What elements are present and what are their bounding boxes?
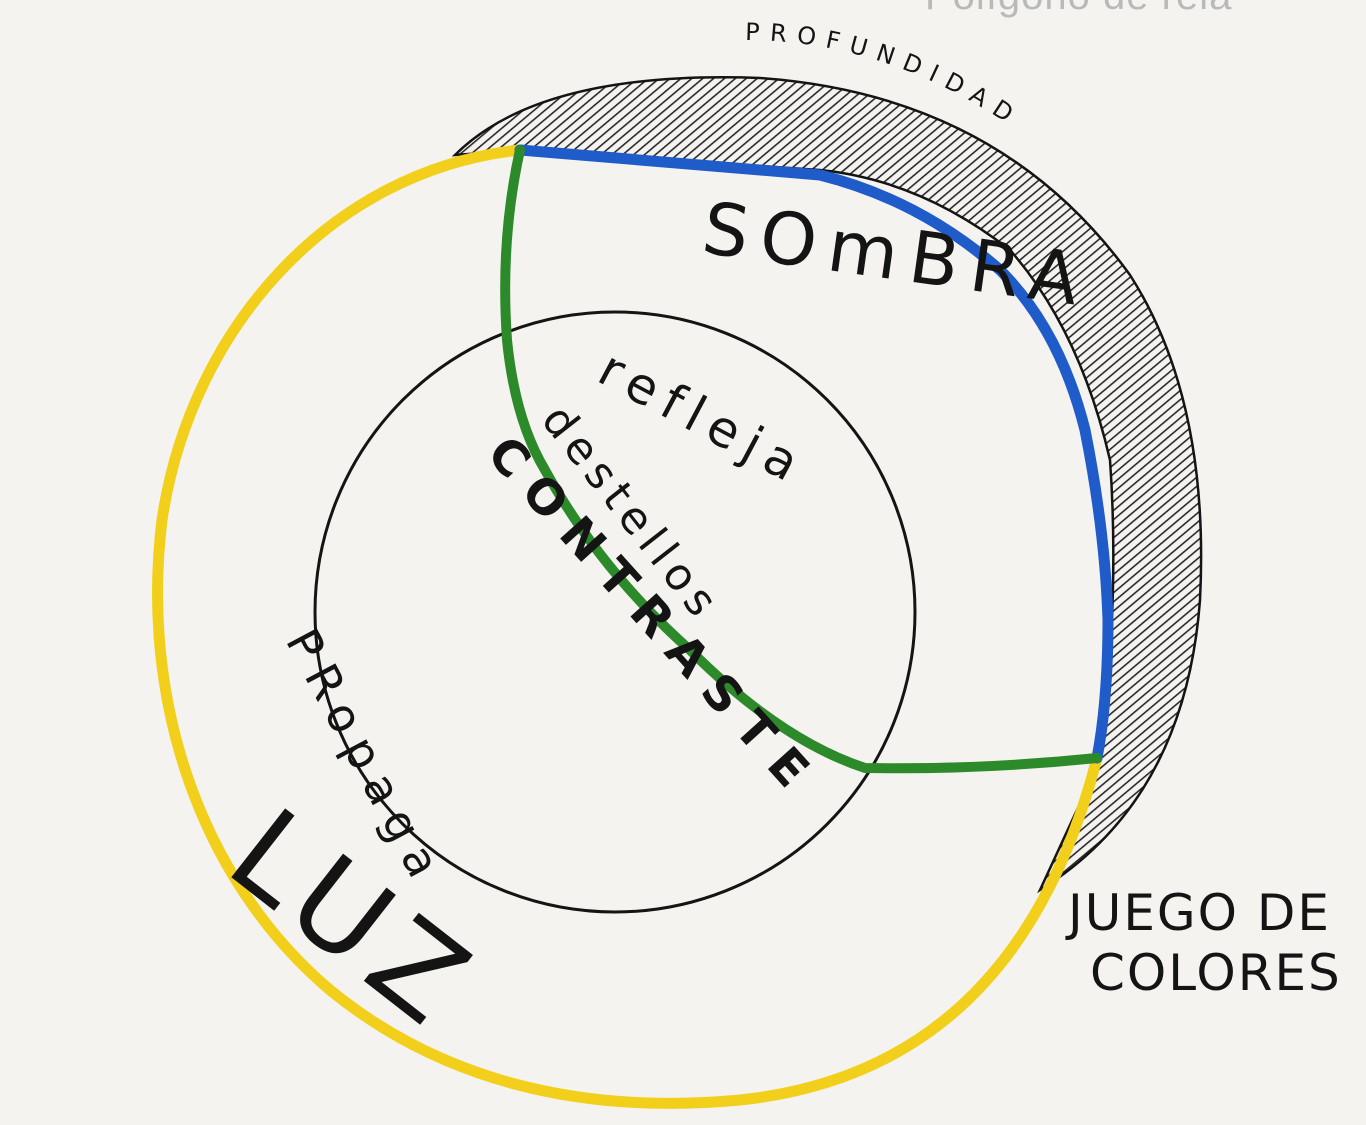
label-colores: COLORES [1090, 944, 1342, 1002]
label-juego-de: JUEGO DE [1065, 884, 1331, 942]
label-luz: LUZ [204, 783, 503, 1059]
